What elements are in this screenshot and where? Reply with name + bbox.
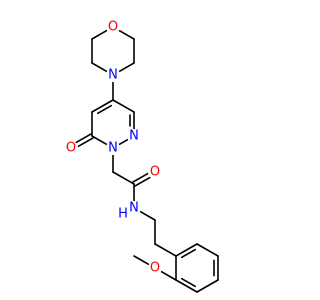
atom-o-ketone: O: [64, 141, 78, 156]
single-bond: [91, 135, 108, 146]
double-bond-inner: [180, 248, 197, 259]
single-bond: [133, 255, 150, 266]
single-bond: [112, 99, 135, 113]
atom-label: O: [108, 20, 118, 35]
atom-label: H: [118, 207, 128, 222]
double-bond: [175, 243, 198, 257]
bonds: [75, 29, 219, 293]
single-bond: [91, 29, 108, 40]
single-bond: [154, 243, 177, 257]
atom-n-ring1: N: [106, 141, 120, 156]
single-bond: [139, 210, 156, 221]
double-bond: [91, 99, 114, 113]
atom-label: O: [150, 165, 160, 180]
double-bond: [175, 279, 198, 293]
double-bond: [77, 137, 94, 148]
single-bond: [118, 138, 129, 146]
single-bond: [118, 62, 135, 73]
double-bond: [132, 172, 149, 183]
double-bond: [134, 176, 151, 187]
atom-label: N: [108, 68, 118, 83]
atom-o-methoxy: O: [148, 261, 162, 276]
atom-label: N: [129, 129, 139, 144]
atom-label: O: [150, 261, 160, 276]
single-bond: [118, 29, 135, 40]
atom-n-morph: N: [106, 68, 120, 83]
double-bond: [75, 133, 92, 144]
atom-label: N: [129, 201, 139, 216]
atom-n-amide: N: [127, 201, 141, 216]
atom-n-ring2: N: [127, 129, 141, 144]
single-bond: [91, 62, 108, 73]
single-bond: [112, 171, 135, 185]
atom-h-amide: H: [116, 207, 130, 222]
single-bond: [196, 243, 219, 257]
atom-label: N: [108, 141, 118, 156]
double-bond-inner: [96, 104, 113, 115]
double-bond-inner: [180, 277, 197, 288]
single-bond: [196, 279, 219, 293]
atom-o-morph: O: [106, 20, 120, 35]
atom-o-amide: O: [148, 165, 162, 180]
single-bond: [160, 270, 177, 281]
atom-label: O: [66, 141, 76, 156]
